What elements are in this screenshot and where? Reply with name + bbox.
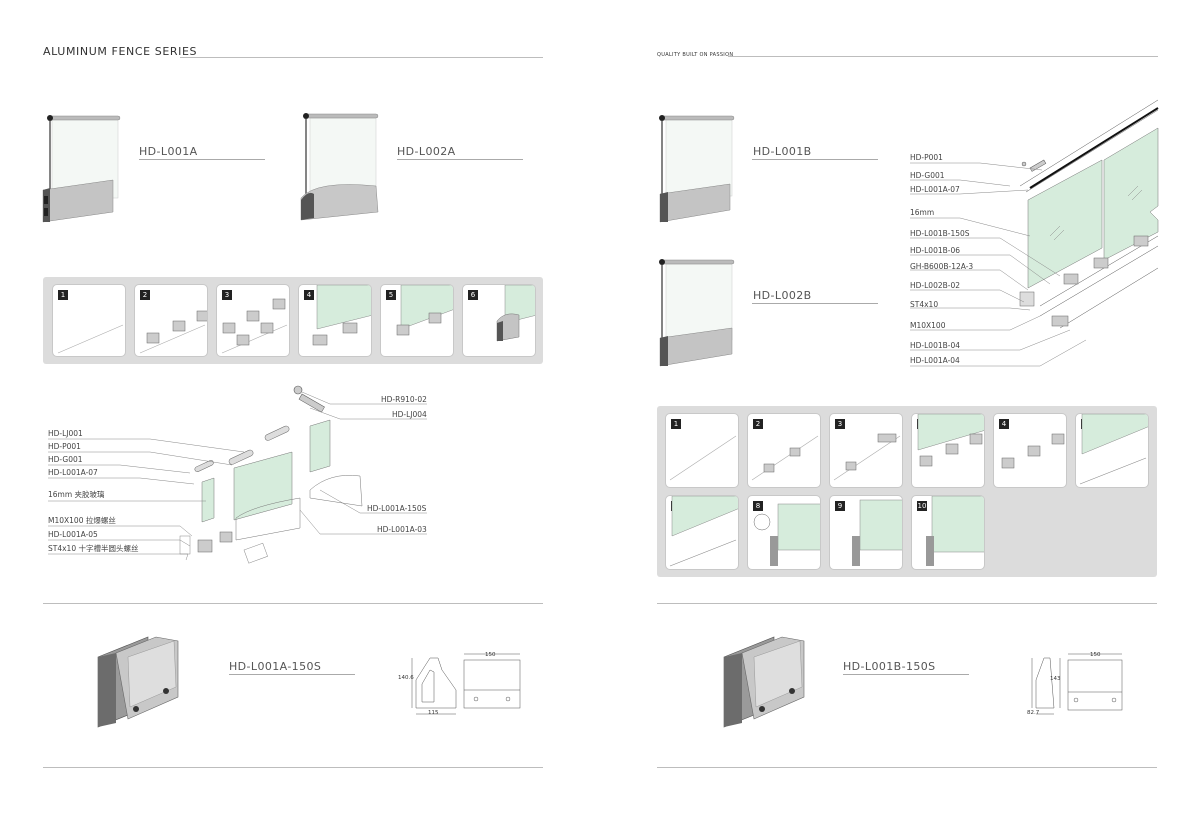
model-underline — [229, 674, 355, 675]
section-rule — [43, 603, 543, 604]
callout-label: HD-R910-02 — [381, 395, 427, 404]
install-step-3: 3 — [829, 413, 903, 488]
product-image-l001b — [659, 115, 735, 223]
left-page: ALUMINUM FENCE SERIES HD-L001A HD-L002A … — [42, 45, 543, 768]
callout-label: M10X100 拉爆螺丝 — [48, 516, 116, 525]
callout-label: HD-L001A-150S — [367, 504, 427, 513]
dim-length: 150 — [485, 652, 496, 658]
callout-label: HD-L001A-04 — [910, 356, 960, 365]
callout-label: GH-B600B-12A-3 — [910, 262, 974, 271]
dim-height: 140.6 — [398, 675, 414, 681]
install-steps-strip — [657, 406, 1157, 577]
callout-label: ST4x10 — [910, 300, 939, 309]
model-underline — [843, 674, 969, 675]
model-label-l001a: HD-L001A — [139, 145, 198, 158]
install-step-4: 4 — [993, 413, 1067, 488]
install-step-10: 10 — [911, 495, 985, 570]
install-step-1: 1 — [665, 413, 739, 488]
header-rule — [728, 56, 1158, 57]
callout-label: HD-LJ001 — [48, 429, 83, 438]
detail-model-label: HD-L001A-150S — [229, 660, 322, 673]
install-step-7: 7 — [665, 495, 739, 570]
callout-label: HD-G001 — [48, 455, 83, 464]
callout-label: HD-L001B-04 — [910, 341, 961, 350]
install-step-1: 1 — [52, 284, 126, 357]
footer-rule — [657, 767, 1157, 768]
detail-image-l001b-150s — [723, 636, 805, 728]
detail-model-label: HD-L001B-150S — [843, 660, 936, 673]
install-step-9: 9 — [829, 495, 903, 570]
model-label-l001b: HD-L001B — [753, 145, 812, 158]
model-underline — [139, 159, 265, 160]
dim-width: 82.7 — [1027, 710, 1040, 716]
install-step-2: 2 — [134, 284, 208, 357]
callout-label: HD-L001A-07 — [910, 185, 960, 194]
product-image-l001a — [42, 115, 121, 223]
tech-drawing-l001b — [1031, 653, 1123, 715]
callout-label: HD-L002B-02 — [910, 281, 961, 290]
install-step-4: 4 — [298, 284, 372, 357]
series-title: ALUMINUM FENCE SERIES — [43, 45, 198, 58]
model-underline — [397, 159, 523, 160]
install-step-5: 5 — [380, 284, 454, 357]
callout-label: M10X100 — [910, 321, 946, 330]
callout-label: HD-L001B-150S — [910, 229, 970, 238]
dim-height: 143 — [1050, 676, 1061, 682]
install-step-6: 6 — [1075, 413, 1149, 488]
tagline: QUALITY BUILT ON PASSION — [657, 52, 734, 58]
install-steps-strip — [43, 277, 543, 364]
callout-label: 16mm 夹胶玻璃 — [48, 490, 105, 499]
callout-label: HD-LJ004 — [392, 410, 427, 419]
callout-label: HD-G001 — [910, 171, 945, 180]
install-step-5a: 5 — [911, 413, 985, 488]
model-underline — [752, 159, 878, 160]
model-underline — [752, 303, 878, 304]
callout-label: HD-L001A-03 — [377, 525, 427, 534]
dim-length: 150 — [1090, 652, 1101, 658]
model-label-l002b: HD-L002B — [753, 289, 812, 302]
exploded-view-l001a — [179, 385, 363, 564]
callout-label: HD-P001 — [48, 442, 81, 451]
install-step-3: 3 — [216, 284, 290, 357]
callout-label: HD-L001A-05 — [48, 530, 98, 539]
right-page: QUALITY BUILT ON PASSION HD-L001B HD-L00… — [600, 0, 1200, 814]
model-label-l002a: HD-L002A — [397, 145, 456, 158]
callout-label: HD-P001 — [910, 153, 943, 162]
footer-rule — [43, 767, 543, 768]
header-rule — [180, 57, 543, 58]
callout-label: HD-L001A-07 — [48, 468, 98, 477]
callout-label: ST4x10 十字槽半圆头螺丝 — [48, 544, 139, 553]
exploded-view-l001b — [1019, 99, 1159, 329]
dim-width: 115 — [428, 710, 439, 716]
callout-label: 16mm — [910, 208, 935, 217]
tech-drawing-l001a — [411, 653, 521, 715]
detail-image-l001a-150s — [97, 636, 179, 728]
callout-label: HD-L001B-06 — [910, 246, 961, 255]
install-step-8: 8 — [747, 495, 821, 570]
install-step-6: 6 — [462, 284, 536, 357]
product-image-l002a — [300, 113, 379, 221]
product-image-l002b — [659, 259, 735, 367]
section-rule — [657, 603, 1157, 604]
install-step-2: 2 — [747, 413, 821, 488]
